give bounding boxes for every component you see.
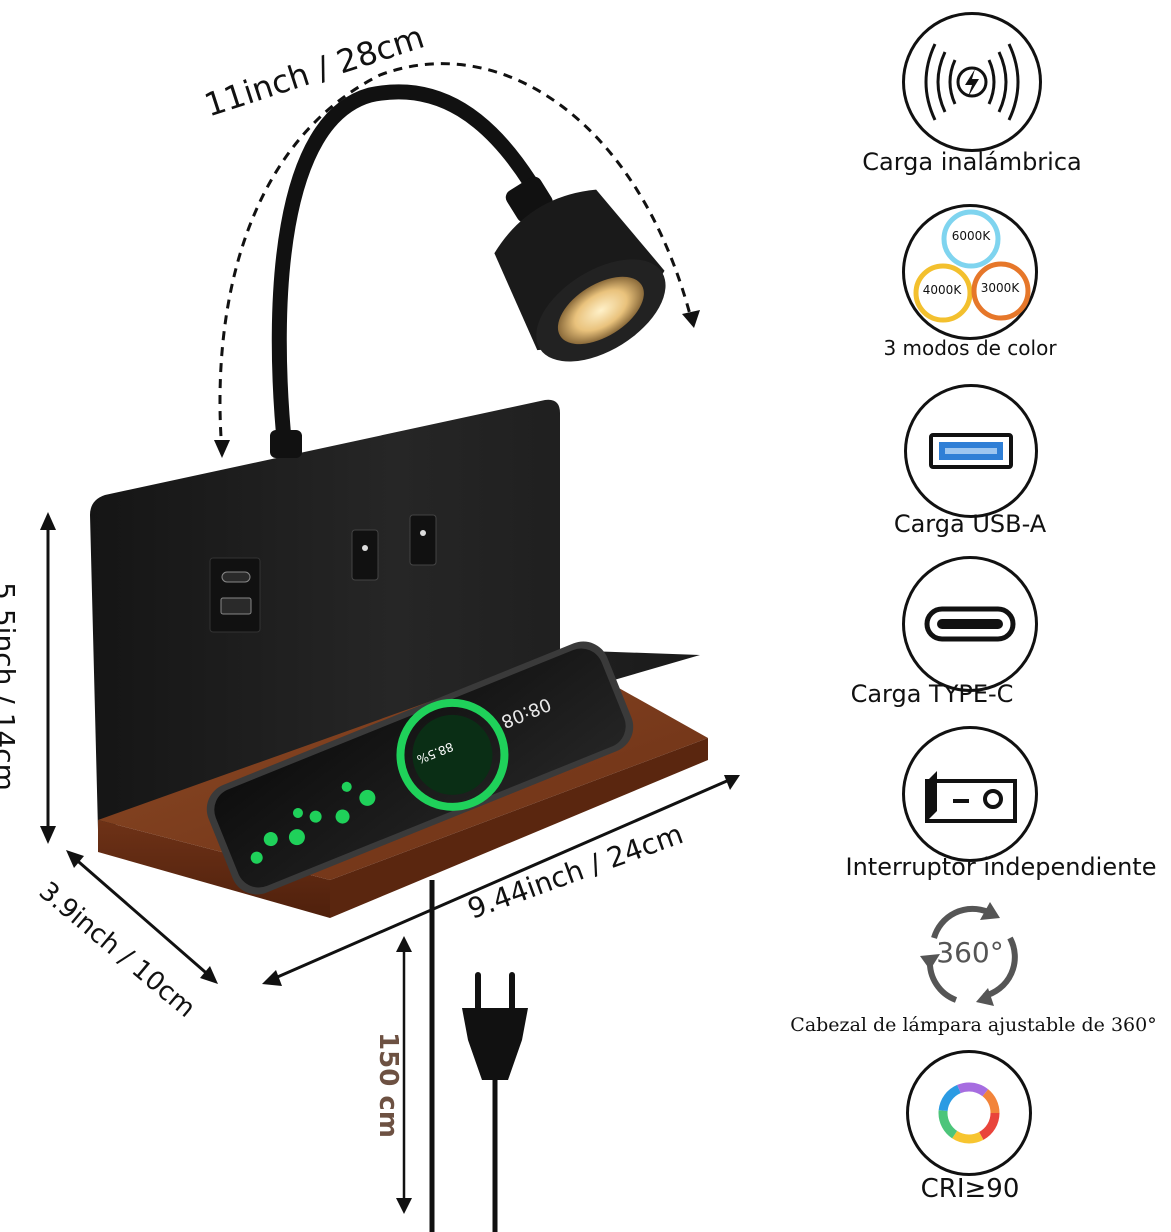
cri-icon xyxy=(938,1082,1000,1144)
color-mode-4000k: 4000K xyxy=(922,283,962,297)
shelf-side xyxy=(330,738,708,918)
feature-label-wireless: Carga inalámbrica xyxy=(862,148,1082,176)
feature-label-cri: CRI≥90 xyxy=(920,1174,1020,1204)
lamp-shelf-illustration xyxy=(40,62,740,1232)
gooseneck-arm xyxy=(271,84,538,458)
color-modes-icon xyxy=(913,209,1031,323)
feature-label-switch: Interruptor independiente xyxy=(845,853,1157,881)
color-modes-circle xyxy=(902,204,1038,340)
rotate-360-circle xyxy=(904,890,1036,1022)
feature-label-rotate: Cabezal de lámpara ajustable de 360° xyxy=(790,1014,1157,1036)
color-mode-6000k: 6000K xyxy=(951,229,991,243)
wireless-charging-icon xyxy=(924,43,1020,121)
switch-icon xyxy=(925,771,1017,823)
shelf-front xyxy=(98,820,330,918)
usb-a-circle xyxy=(904,384,1038,518)
arm-dimension-arc xyxy=(218,62,694,453)
height-label: 5.5inch / 14cm xyxy=(0,582,21,791)
arm-arrow-end xyxy=(682,310,700,328)
switch-circle xyxy=(902,726,1038,862)
switch-left xyxy=(351,529,379,581)
cable-length-label: 150 cm xyxy=(372,1032,403,1138)
rotate-360-icon xyxy=(920,902,1018,1006)
depth-dimension-line xyxy=(71,854,213,980)
arm-base xyxy=(270,430,302,458)
switch-right xyxy=(409,514,437,566)
wireless-charging-circle xyxy=(902,12,1042,152)
feature-label-color-modes: 3 modos de color xyxy=(883,336,1057,360)
back-panel xyxy=(90,399,700,830)
width-dimension-line xyxy=(265,775,737,984)
charging-ring xyxy=(396,698,509,811)
cri-circle xyxy=(906,1050,1032,1176)
usb-a-icon xyxy=(929,433,1013,469)
usb-c-circle xyxy=(902,556,1038,692)
usb-c-port xyxy=(221,571,251,583)
usb-a-port xyxy=(220,597,252,615)
usb-socket-plate xyxy=(209,557,261,633)
color-mode-3000k: 3000K xyxy=(980,281,1020,295)
usb-c-icon xyxy=(924,606,1016,642)
arm-arrow-start xyxy=(214,440,230,458)
feature-label-usb-a: Carga USB-A xyxy=(893,510,1047,538)
rotate-360-text: 360° xyxy=(936,936,1004,969)
smartphone xyxy=(206,641,634,895)
lamp-head xyxy=(494,176,666,362)
power-plug xyxy=(462,972,528,1232)
feature-label-usb-c: Carga TYPE-C xyxy=(850,680,1014,708)
